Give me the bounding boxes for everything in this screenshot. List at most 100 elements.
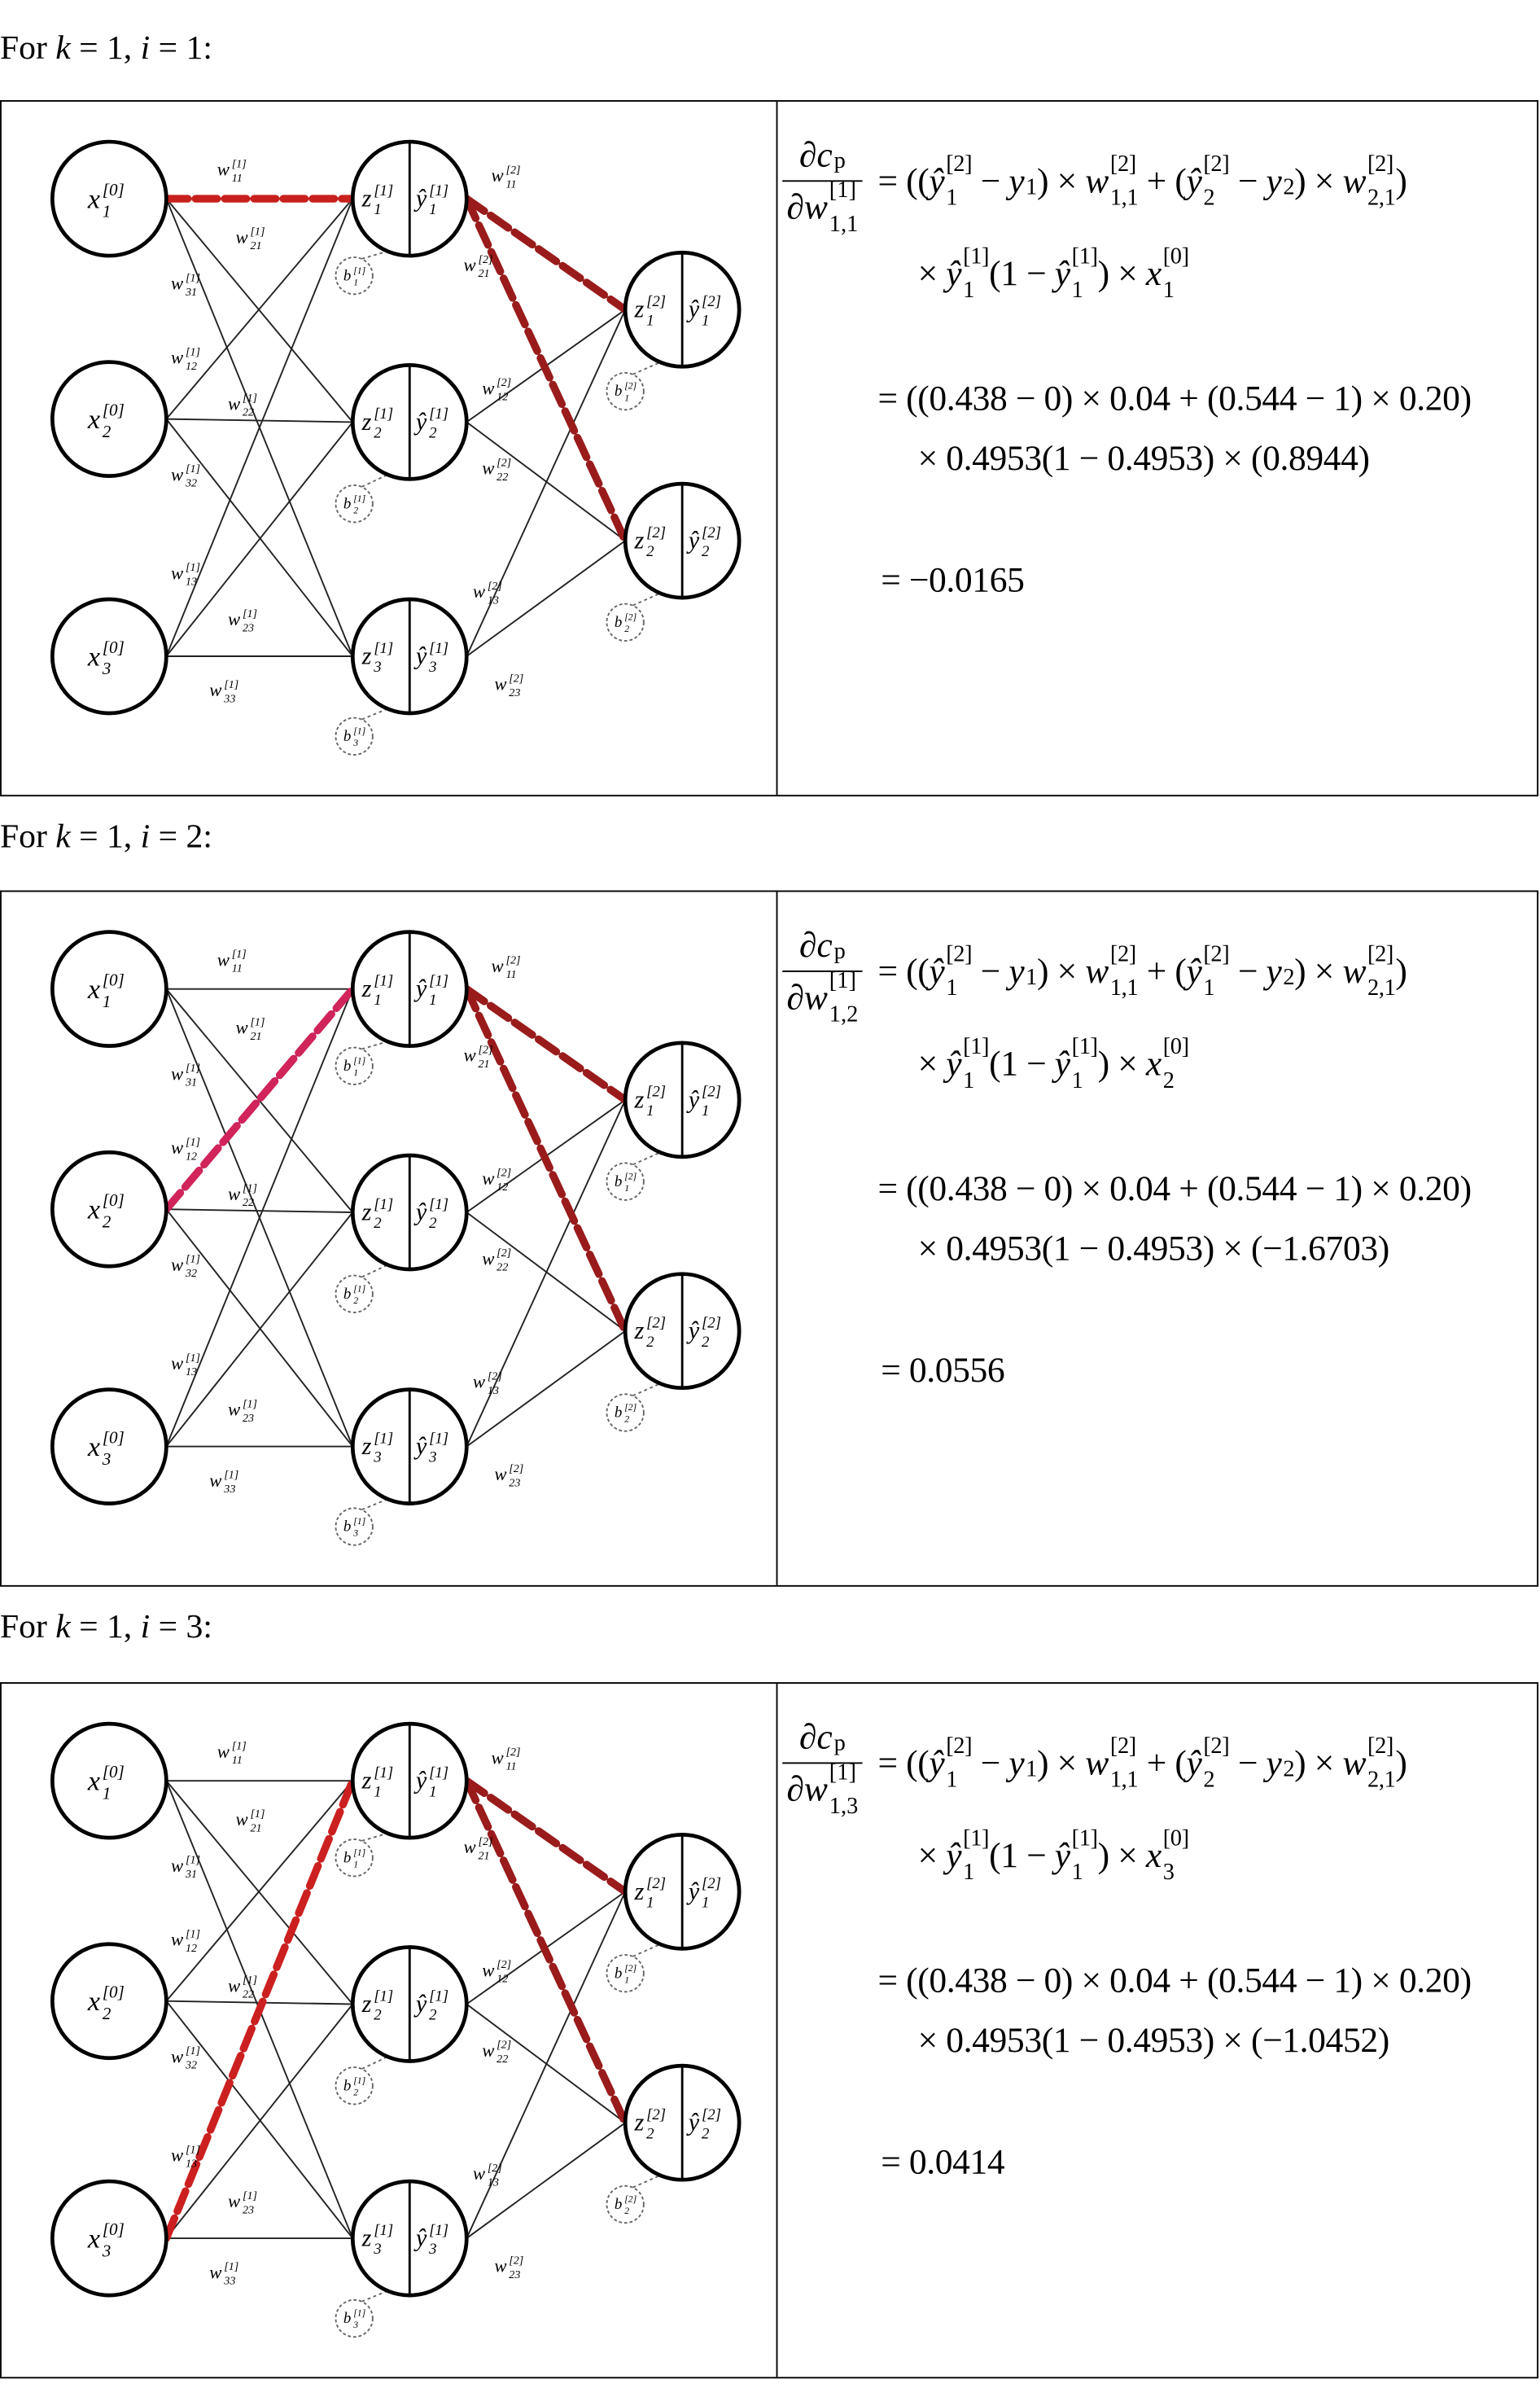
weight-label: w[2]12: [482, 376, 511, 403]
weight-label-base: w: [209, 2262, 221, 2282]
weight-label: w[1]13: [171, 561, 200, 588]
section-heading: For k = 1, i = 2:: [0, 817, 212, 857]
weight-label: w[2]21: [463, 253, 492, 280]
input-node-label-base: x: [87, 642, 100, 672]
weight-label: w[2]21: [463, 1835, 492, 1862]
pre-activation-label-base: z: [634, 1085, 645, 1113]
activation-label-superscript: [2]: [702, 2106, 721, 2123]
weight-label-base: w: [228, 393, 240, 414]
weight-label-subscript: 23: [243, 621, 254, 634]
weight-label-base: w: [482, 1960, 494, 1980]
weight-label-subscript: 31: [185, 286, 197, 299]
weight-label-subscript: 11: [232, 172, 243, 185]
fraction-bar: [782, 1762, 863, 1764]
input-node: [50, 1150, 168, 1269]
bias-label: b[1]1: [343, 265, 366, 288]
formula-text: ×: [917, 254, 947, 293]
weight-label: w[1]23: [228, 1398, 257, 1425]
weight-label: w[2]23: [494, 1462, 523, 1489]
math-term-superscript: [0]: [1162, 1826, 1189, 1852]
math-term-superscript: [2]: [1109, 942, 1136, 968]
math-term-subscript: 1: [1162, 278, 1175, 304]
weight-label-superscript: [2]: [488, 1369, 502, 1383]
weight-label-superscript: [1]: [243, 1182, 257, 1195]
input-node: [50, 930, 168, 1049]
bias-connector: [632, 592, 662, 607]
bias-label-subscript: 3: [352, 2320, 358, 2330]
math-term-subscript: 1: [1203, 976, 1215, 1001]
activation-label-subscript: 3: [428, 659, 436, 676]
math-term-subscript: 2,1: [1367, 1768, 1396, 1794]
bias-label-base: b: [343, 495, 351, 512]
weight-label-base: w: [494, 2256, 506, 2276]
math-term-base: x: [1145, 1044, 1162, 1084]
input-node-label-subscript: 1: [103, 1783, 112, 1803]
bias-connector: [361, 1832, 389, 1842]
formula-text: ) ×: [1036, 1743, 1086, 1783]
math-term: ŷ[2]1: [929, 1735, 972, 1792]
weight-label-subscript: 13: [186, 1365, 197, 1378]
activation-label-superscript: [1]: [429, 1430, 448, 1447]
weight-label-subscript: 32: [185, 477, 197, 490]
weight-label-superscript: [2]: [497, 1247, 511, 1260]
weight-label-superscript: [2]: [506, 1746, 521, 1759]
bias-label-base: b: [343, 2077, 351, 2094]
bias-node: [335, 2066, 374, 2106]
activation-label: ŷ[1]1: [413, 973, 448, 1009]
weight-label-base: w: [235, 1018, 247, 1038]
bias-label: b[1]2: [343, 1283, 366, 1306]
bias-label: b[1]1: [343, 1847, 366, 1870]
pre-activation-label: z[1]3: [361, 2222, 394, 2258]
activation-label-base: ŷ: [413, 2224, 427, 2252]
weight-label: w[1]32: [171, 462, 200, 489]
weight-label-base: w: [171, 1063, 183, 1084]
weight-label-subscript: 22: [243, 1196, 254, 1209]
pre-activation-label-superscript: [2]: [646, 2106, 666, 2123]
weight-label-superscript: [1]: [232, 157, 247, 170]
formula-line-4: × 0.4953(1 − 0.4953) × (−1.0452): [917, 2021, 1390, 2060]
denominator: ∂w[1]1,1: [786, 179, 858, 236]
highlighted-output-edge: [462, 1777, 629, 1896]
pre-activation-label: z[1]2: [361, 1987, 394, 2023]
pre-activation-label-superscript: [1]: [374, 1196, 393, 1213]
weight-label-base: w: [492, 1747, 504, 1768]
input-node-label: x[0]3: [87, 1428, 125, 1469]
activation-label-base: ŷ: [413, 1990, 427, 2018]
pre-activation-label-base: z: [361, 642, 372, 669]
activation-label-superscript: [1]: [429, 1987, 448, 2005]
math-term: w[2]2,1: [1342, 1735, 1395, 1792]
formula-text: (1 −: [989, 254, 1055, 293]
weight-label-subscript: 13: [488, 594, 499, 607]
bias-connector: [361, 2055, 389, 2070]
highlighted-input-edge: [162, 984, 357, 1213]
math-term: ŷ[2]2: [1187, 1735, 1230, 1792]
activation-label-base: ŷ: [413, 1432, 427, 1460]
bias-node: [606, 1162, 645, 1201]
weight-edge: [165, 421, 354, 657]
weight-edge: [165, 988, 354, 1447]
neural-network-diagram: b[1]1b[1]2b[1]3b[2]1b[2]2x[0]1x[0]2x[0]3…: [50, 930, 742, 1546]
math-term-base: x: [1145, 254, 1162, 293]
weight-edge: [165, 2003, 354, 2239]
activation-label-superscript: [2]: [702, 1084, 721, 1101]
activation-label: ŷ[1]3: [413, 1430, 448, 1466]
bias-label: b[1]3: [343, 2308, 366, 2331]
weight-label: w[1]21: [235, 1015, 265, 1042]
section-heading: For k = 1, i = 3:: [0, 1606, 212, 1646]
weight-label-superscript: [2]: [509, 672, 523, 685]
pre-activation-label-superscript: [1]: [374, 2222, 393, 2239]
weight-label-base: w: [171, 1856, 183, 1876]
math-term-base: ŷ: [929, 1743, 945, 1783]
pre-activation-label-base: z: [361, 975, 372, 1002]
weight-label-base: w: [494, 1464, 506, 1484]
bias-label-base: b: [343, 1286, 351, 1303]
weight-edge: [165, 198, 353, 423]
input-node-label-superscript: [0]: [103, 1762, 125, 1781]
weight-label-subscript: 33: [223, 1483, 235, 1496]
